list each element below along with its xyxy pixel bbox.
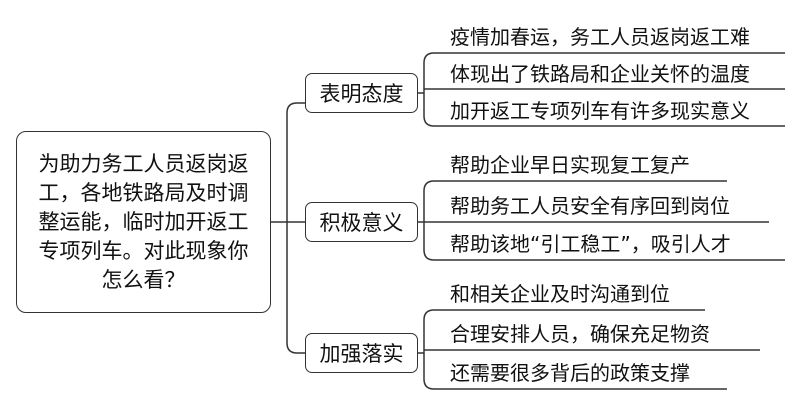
leaf-text: 疫情加春运，务工人员返岗返工难 xyxy=(450,25,750,49)
branch-significance: 积极意义 xyxy=(305,202,418,242)
leaf-text: 帮助该地“引工稳工”，吸引人才 xyxy=(450,232,731,256)
branch-label: 表明态度 xyxy=(319,82,404,106)
leaf-text: 体现出了铁路局和企业关怀的温度 xyxy=(450,62,750,86)
root-topic: 为助力务工人员返岗返工，各地铁路局及时调整运能，临时加开返工专项列车。对此现象你… xyxy=(16,131,271,313)
branch-label: 积极意义 xyxy=(319,211,404,235)
branch-attitude: 表明态度 xyxy=(305,73,418,113)
leaf-text: 帮助企业早日实现复工复产 xyxy=(450,153,690,177)
branch-implementation: 加强落实 xyxy=(305,333,418,373)
branch-2-spine xyxy=(423,180,435,261)
leaf-text: 加开返工专项列车有许多现实意义 xyxy=(450,99,750,123)
branch-label: 加强落实 xyxy=(319,342,404,366)
leaf-text: 合理安排人员，确保充足物资 xyxy=(450,322,710,346)
root-branch-spine xyxy=(286,102,298,354)
leaf-text: 和相关企业及时沟通到位 xyxy=(450,282,670,306)
leaf-text: 还需要很多背后的政策支撑 xyxy=(450,361,690,385)
leaf-text: 帮助务工人员安全有序回到岗位 xyxy=(450,194,730,218)
root-topic-text: 为助力务工人员返岗返工，各地铁路局及时调整运能，临时加开返工专项列车。对此现象你… xyxy=(38,151,249,292)
